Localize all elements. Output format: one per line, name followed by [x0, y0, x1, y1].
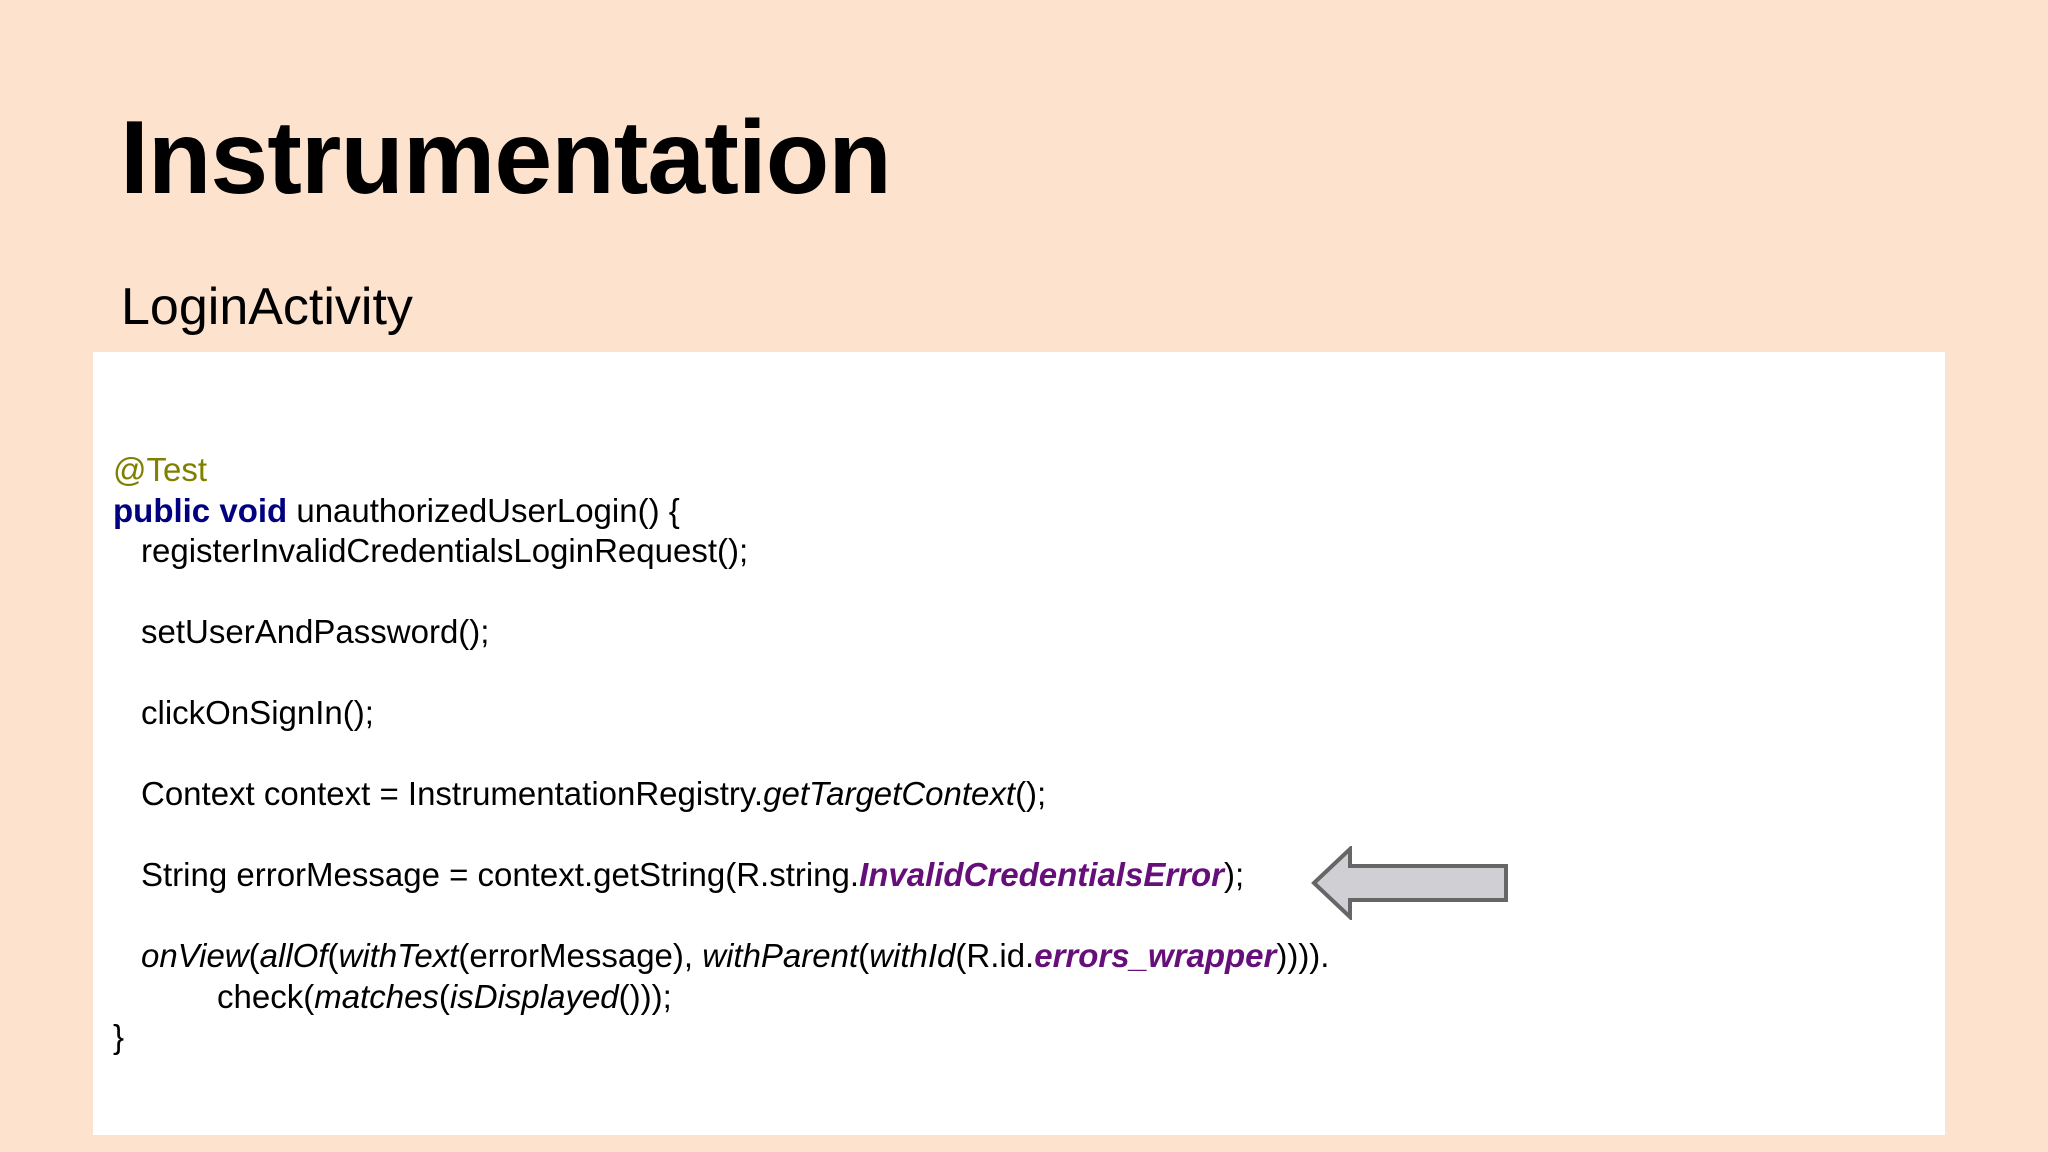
check-suffix: ())); — [618, 977, 672, 1015]
test-annotation: @Test — [113, 451, 208, 488]
code-line-context: Context context = InstrumentationRegistr… — [113, 774, 1329, 815]
errors-wrapper-constant: errors_wrapper — [1034, 937, 1277, 974]
context-prefix: Context context = InstrumentationRegistr… — [141, 775, 764, 812]
withparent-call: withParent — [702, 937, 859, 974]
method-signature: unauthorizedUserLogin() { — [287, 491, 680, 529]
code-line-blank — [113, 896, 1329, 937]
keyword-void: void — [219, 491, 288, 529]
closing-brace: } — [113, 1018, 125, 1055]
withtext-call: withText — [338, 937, 459, 974]
click-call: clickOnSignIn(); — [141, 694, 374, 731]
code-line-blank — [113, 572, 1329, 613]
keyword-public: public — [113, 491, 211, 529]
left-arrow-icon — [1311, 846, 1508, 920]
code-line-blank — [113, 653, 1329, 694]
code-line-closing: } — [113, 1017, 1329, 1058]
error-suffix: ); — [1224, 856, 1245, 893]
set-user-call: setUserAndPassword(); — [141, 613, 490, 650]
slide-subtitle: LoginActivity — [121, 278, 413, 336]
matches-call: matches — [314, 977, 439, 1015]
register-call: registerInvalidCredentialsLoginRequest()… — [141, 532, 749, 569]
code-line-check: check(matches(isDisplayed())); — [217, 977, 672, 1015]
errormessage-arg: (errorMessage), — [458, 937, 703, 974]
code-block: @Test public void unauthorizedUserLogin(… — [113, 450, 1329, 1058]
onview-suffix: )))). — [1276, 937, 1330, 974]
allof-call: allOf — [259, 937, 328, 974]
code-line-click: clickOnSignIn(); — [113, 693, 1329, 734]
context-suffix: (); — [1015, 775, 1047, 812]
code-line-error-message: String errorMessage = context.getString(… — [113, 855, 1329, 896]
code-panel: @Test public void unauthorizedUserLogin(… — [93, 352, 1945, 1135]
rid-prefix: (R.id. — [955, 937, 1035, 974]
code-line-register: registerInvalidCredentialsLoginRequest()… — [113, 531, 1329, 572]
slide-title: Instrumentation — [120, 100, 892, 216]
invalid-credentials-constant: InvalidCredentialsError — [859, 856, 1225, 893]
withid-call: withId — [869, 937, 956, 974]
code-line-onview: onView(allOf(withText(errorMessage), wit… — [141, 937, 1330, 974]
get-target-context-call: getTargetContext — [763, 775, 1016, 812]
error-prefix: String errorMessage = context.getString(… — [141, 856, 860, 893]
code-line-blank — [113, 734, 1329, 775]
code-line-set-user: setUserAndPassword(); — [113, 612, 1329, 653]
check-prefix: check( — [217, 977, 315, 1015]
code-line-method-signature: public void unauthorizedUserLogin() { — [113, 491, 1329, 532]
code-line-blank — [113, 815, 1329, 856]
onview-call: onView — [141, 937, 249, 974]
isdisplayed-call: isDisplayed — [449, 977, 619, 1015]
code-line-annotation: @Test — [113, 450, 1329, 491]
